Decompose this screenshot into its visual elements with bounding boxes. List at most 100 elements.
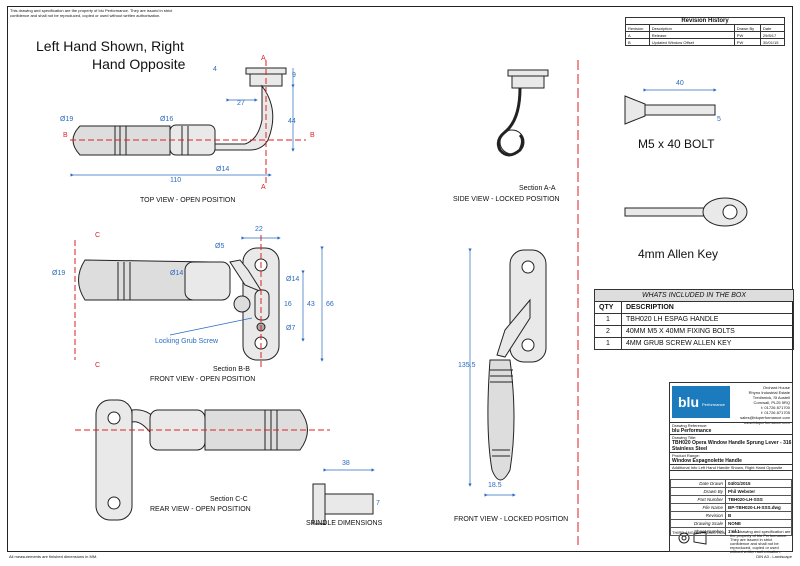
spindle-drawing xyxy=(312,483,374,525)
additional-info: Additional Info Left Hand Handle Shown, … xyxy=(670,464,792,471)
dim-label: Ø5 xyxy=(215,243,225,250)
dim-label: 5 xyxy=(717,116,721,123)
table-row: B Updated Window Offset PW 30/01/15 xyxy=(625,38,786,46)
dim-label: 9 xyxy=(292,72,296,79)
addinfo-label: Additional Info xyxy=(672,465,698,470)
dim-label: 38 xyxy=(342,460,350,467)
field-value: BP-TBH020-LH-SSS.dwg xyxy=(725,503,792,512)
heading-line2: Hand Opposite xyxy=(92,56,186,72)
field-label: Date Drawn xyxy=(670,479,726,488)
dim-label: Ø14 xyxy=(170,270,184,277)
allen-key-drawing xyxy=(624,197,748,227)
dim-label: 44 xyxy=(288,118,296,125)
box-qty: 2 xyxy=(594,325,622,338)
drawing-sheet xyxy=(7,6,793,552)
title-label: Drawing Title: xyxy=(670,434,792,440)
dim-label: 135.5 xyxy=(458,362,476,369)
field-value: NONE xyxy=(725,519,792,528)
box-desc: 40MM M5 X 40MM FIXING BOLTS xyxy=(621,325,794,338)
dim-label: 40 xyxy=(676,80,684,87)
dim-label: 16 xyxy=(284,301,292,308)
bolt-drawing xyxy=(624,95,716,125)
product-range: Window Espagnolette Handle xyxy=(672,458,742,464)
field-value: B xyxy=(725,511,792,520)
address-line: Rhyno Industrial Estate xyxy=(748,390,790,395)
top-view xyxy=(72,67,287,156)
front-locked-view xyxy=(487,249,547,481)
bolt-label: M5 x 40 BOLT xyxy=(638,137,715,151)
section-letter: B xyxy=(310,132,315,139)
dim-label: 22 xyxy=(255,226,263,233)
dim-label: 110 xyxy=(170,177,182,184)
dim-label: 7 xyxy=(376,500,380,507)
section-letter: C xyxy=(95,232,101,239)
field-label: Revision xyxy=(670,511,726,520)
dim-label: 4 xyxy=(213,66,217,73)
dim-label: Ø14 xyxy=(286,276,300,283)
rear-view-caption: REAR VIEW - OPEN POSITION xyxy=(150,506,251,513)
grub-screw-label: Locking Grub Screw xyxy=(155,338,219,345)
box-col-description: DESCRIPTION xyxy=(621,301,794,314)
top-view-caption: TOP VIEW - OPEN POSITION xyxy=(140,197,236,204)
sheet-size: DIN A3 - Landscape xyxy=(756,554,792,559)
address-line: f: 01726 871705 xyxy=(761,410,790,415)
field-value: TBH020-LH-SSS xyxy=(725,495,792,504)
section-letter: C xyxy=(95,362,101,369)
address-line: sales@bluperformance.com xyxy=(740,415,790,420)
address-line: Tredinnick, St Austell xyxy=(752,395,790,400)
dim-label: 43 xyxy=(307,301,315,308)
dim-label: Ø19 xyxy=(60,116,74,123)
whats-in-box-table: WHATS INCLUDED IN THE BOX QTY DESCRIPTIO… xyxy=(594,289,794,350)
allen-key-label: 4mm Allen Key xyxy=(638,247,719,261)
dim-label: 18.5 xyxy=(488,482,502,489)
box-qty: 1 xyxy=(594,337,622,350)
section-letter: A xyxy=(261,55,266,62)
rev-cell: 30/01/15 xyxy=(759,38,786,46)
box-col-qty: QTY xyxy=(594,301,622,314)
ref-label: Drawing Reference: xyxy=(672,423,708,428)
dim-label: Ø7 xyxy=(286,325,296,332)
dim-label: 66 xyxy=(326,301,334,308)
front-view-caption: FRONT VIEW - OPEN POSITION xyxy=(150,376,256,383)
revision-table: Revision History Revision Description Dr… xyxy=(625,17,786,46)
drawing-title: TBH020 Opera Window Handle Sprung Lever … xyxy=(672,440,792,452)
rear-view xyxy=(95,399,308,521)
title-block: blu Performance Orchard House Rhyno Indu… xyxy=(669,382,793,554)
heading-line1: Left Hand Shown, Right xyxy=(36,38,184,54)
logo-sub: Performance xyxy=(702,402,725,407)
field-value: Phil Webster xyxy=(725,487,792,496)
box-desc: TBH020 LH ESPAG HANDLE xyxy=(621,313,794,326)
section-letter: A xyxy=(261,184,266,191)
box-desc: 4MM GRUB SCREW ALLEN KEY xyxy=(621,337,794,350)
header-note: This drawing and specification are the p… xyxy=(10,8,173,18)
dim-label: Ø14 xyxy=(216,166,230,173)
projection-label: THIRD ANGLE PROJECTION xyxy=(672,530,726,535)
section-letter: B xyxy=(63,132,68,139)
field-value: 1 of 1 xyxy=(725,527,792,536)
address-line: t: 01726 871700 xyxy=(761,405,790,410)
company-address: Orchard House Rhyno Industrial Estate Tr… xyxy=(730,385,790,425)
side-view xyxy=(496,69,549,157)
legal-note: This drawing and specification are the p… xyxy=(730,529,791,554)
spindle-caption: SPINDLE DIMENSIONS xyxy=(306,520,383,527)
address-line: Orchard House xyxy=(762,385,790,390)
box-title: WHATS INCLUDED IN THE BOX xyxy=(594,289,794,302)
dim-label: 27 xyxy=(237,100,245,107)
logo-text: blu xyxy=(678,394,699,410)
dim-label: Ø16 xyxy=(160,116,174,123)
box-qty: 1 xyxy=(594,313,622,326)
range-label: Product Range: xyxy=(670,452,792,458)
side-view-caption: SIDE VIEW - LOCKED POSITION xyxy=(453,196,560,203)
rev-cell: PW xyxy=(733,38,761,46)
field-label: Drawing Scale xyxy=(670,519,726,528)
field-label: File Name xyxy=(670,503,726,512)
field-label: Part Number xyxy=(670,495,726,504)
